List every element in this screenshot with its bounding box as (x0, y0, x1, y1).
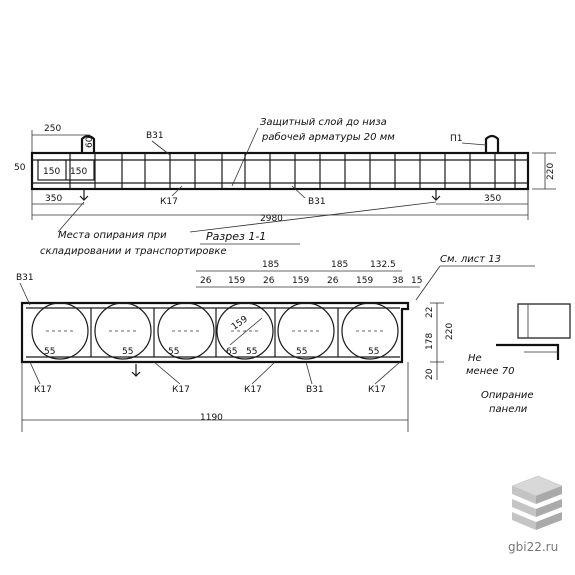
label-v31-section: В31 (16, 273, 34, 283)
rib-rebars (90, 308, 339, 357)
dim-159-diag: 159 (230, 314, 250, 332)
dim-22: 22 (425, 307, 435, 318)
void-width-3: 55 (168, 347, 179, 357)
wall-block (517, 303, 571, 339)
sub-dim-8: 15 (411, 276, 422, 286)
dim-350-right: 350 (484, 194, 501, 204)
panel-on-support (496, 343, 560, 360)
label-bottom-2: К17 (172, 385, 190, 395)
dim-250: 250 (44, 124, 61, 134)
label-v31-top: В31 (146, 131, 164, 141)
section-label: Разрез 1-1 (206, 230, 266, 243)
label-p1: П1 (450, 134, 463, 144)
sub-dim-1: 26 (200, 276, 212, 286)
dim-350-left: 350 (45, 194, 62, 204)
caption-2: панели (489, 404, 528, 415)
sub-dim-2: 159 (228, 276, 245, 286)
sub-dim-5: 26 (327, 276, 339, 286)
cross-section-view: 55 55 55 65 55 55 55 159 185 185 132.5 2… (16, 254, 535, 432)
min-label-1: Не (468, 353, 482, 364)
dim-65: 65 (226, 347, 237, 357)
dim-220-elev: 220 (546, 163, 556, 180)
label-k17-elev: К17 (160, 197, 178, 207)
note-cover-line2: рабочей арматуры 20 мм (261, 131, 395, 143)
void-1 (31, 302, 89, 360)
ref-sheet: См. лист 13 (440, 254, 501, 265)
hollow-core-voids (31, 302, 399, 360)
void-6 (341, 302, 399, 360)
label-bottom-5: К17 (368, 385, 386, 395)
caption-1: Опирание (481, 390, 534, 401)
sub-dim-7: 38 (392, 276, 404, 286)
dim-60: 60 (85, 136, 95, 148)
dim-2980: 2980 (260, 214, 283, 224)
stirrup-frames (69, 153, 516, 189)
watermark: gbi22.ru (508, 475, 563, 554)
dim-178: 178 (425, 333, 435, 350)
stack-logo-icon (511, 475, 563, 530)
lifting-loop-right (484, 134, 500, 153)
dim-20: 20 (425, 368, 435, 380)
dim-50: 50 (14, 163, 26, 173)
dim-1190: 1190 (200, 413, 223, 423)
void-3 (157, 302, 215, 360)
dim-150-b: 150 (70, 167, 87, 177)
dim-150-a: 150 (43, 167, 60, 177)
support-detail: Не менее 70 Опирание панели (466, 303, 571, 415)
void-5 (277, 302, 335, 360)
void-width-5: 55 (296, 347, 307, 357)
note-support-line2: складировании и транспортировке (40, 246, 227, 257)
top-dim-3: 132.5 (370, 260, 396, 270)
void-4 (216, 302, 274, 360)
lifting-loop-left (80, 134, 96, 153)
void-width-2: 55 (122, 347, 133, 357)
top-dim-2: 185 (331, 260, 348, 270)
sub-dim-3: 26 (263, 276, 275, 286)
top-dim-1: 185 (262, 260, 279, 270)
void-width-6: 55 (368, 347, 379, 357)
label-bottom-4: В31 (306, 385, 324, 395)
min-label-2: менее 70 (466, 366, 514, 377)
label-bottom-3: К17 (244, 385, 262, 395)
void-width-1: 55 (44, 347, 55, 357)
label-bottom-1: К17 (34, 385, 52, 395)
void-2 (94, 302, 152, 360)
note-cover-line1: Защитный слой до низа (260, 117, 387, 128)
panel-elevation-outline (30, 151, 530, 191)
elevation-view: 250 60 50 150 150 350 350 2980 220 В31 К… (14, 117, 556, 257)
support-arrow-right (431, 190, 441, 201)
sub-dim-4: 159 (292, 276, 309, 286)
label-v31-bottom: В31 (308, 197, 326, 207)
sub-dim-6: 159 (356, 276, 373, 286)
watermark-site: gbi22.ru (508, 540, 558, 554)
note-support-line1: Места опирания при (58, 230, 167, 241)
dim-220-sec: 220 (445, 323, 455, 340)
support-arrow-left (79, 190, 89, 201)
void-width-4: 55 (246, 347, 257, 357)
